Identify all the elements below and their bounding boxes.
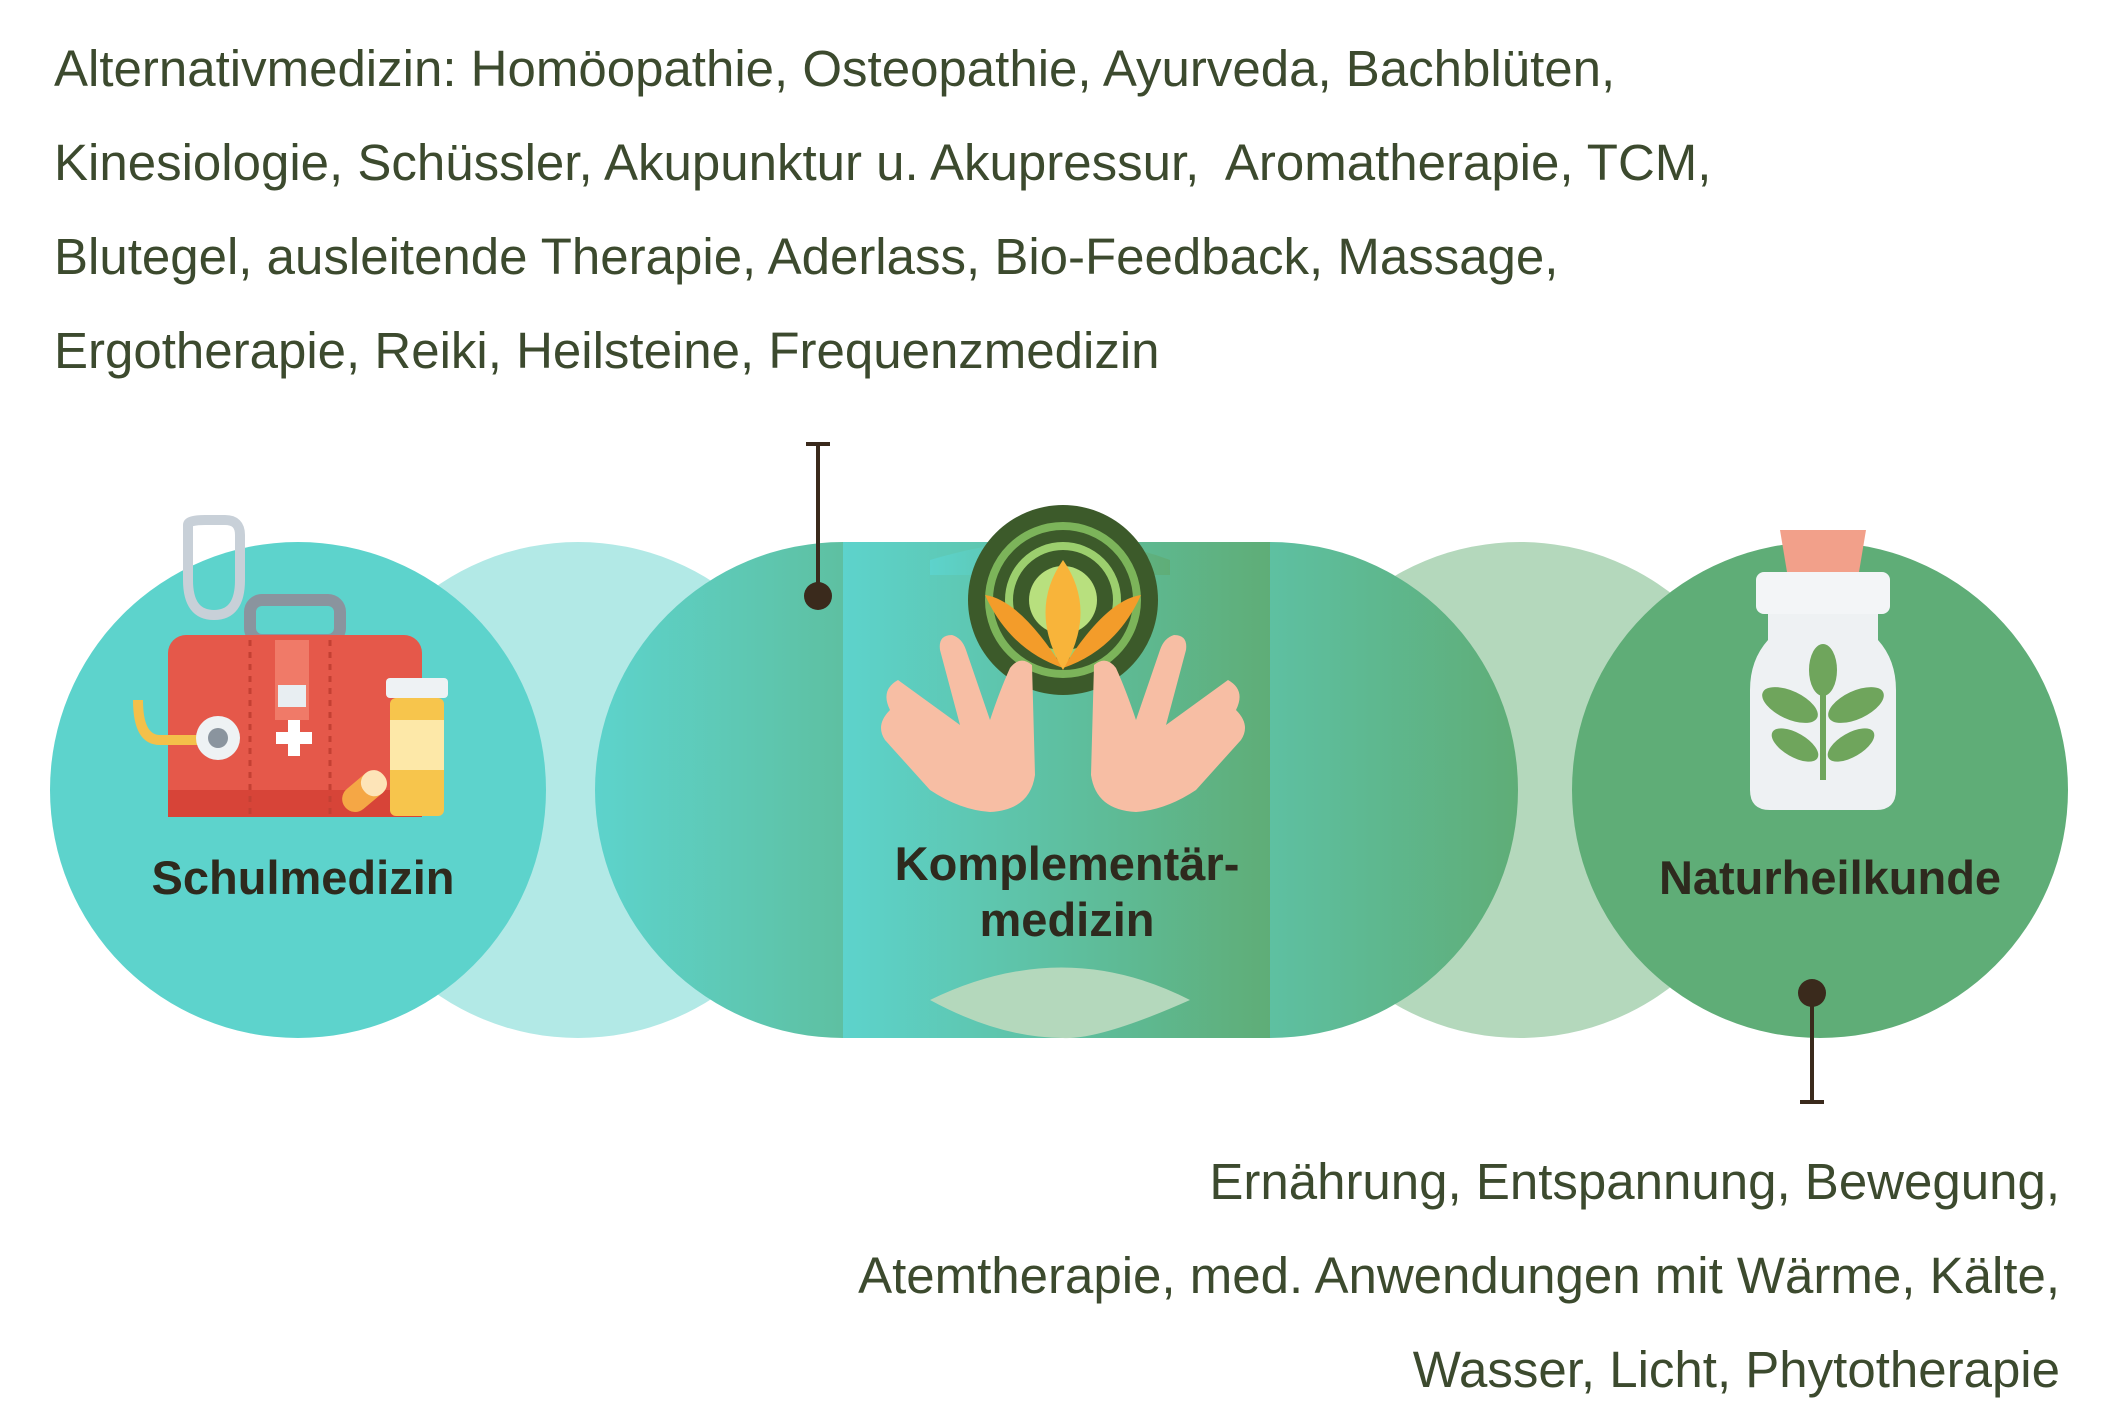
alternative-medicine-text: Alternativmedizin: Homöopathie, Osteopat… [54,22,2054,398]
komplementaer-label-line1: Komplementär- [895,837,1240,890]
top-text-line: Kinesiologie, Schüssler, Akupunktur u. A… [54,134,1712,191]
komplementaer-shape [595,542,1518,1038]
hands-lotus-icon [881,505,1245,812]
medical-kit-icon [133,515,448,817]
top-text-line: Ergotherapie, Reiki, Heilsteine, Frequen… [54,322,1160,379]
schulmedizin-label: Schulmedizin [152,851,455,904]
naturheilkunde-text: Ernährung, Entspannung, Bewegung, Atemth… [60,1135,2060,1417]
light-green-bottom-arc [930,967,1190,1039]
bottom-text-line: Ernährung, Entspannung, Bewegung, [1209,1153,2060,1210]
connector-top [804,442,832,610]
herbal-bottle-icon [1750,530,1896,810]
connector-bottom [1798,979,1826,1104]
top-text-line: Blutegel, ausleitende Therapie, Aderlass… [54,228,1559,285]
naturheilkunde-label: Naturheilkunde [1659,851,2001,904]
bottom-text-line: Atemtherapie, med. Anwendungen mit Wärme… [858,1247,2060,1304]
komplementaer-label-line2: medizin [980,893,1155,946]
bottom-text-line: Wasser, Licht, Phytotherapie [1412,1341,2060,1398]
top-text-line: Alternativmedizin: Homöopathie, Osteopat… [54,40,1616,97]
